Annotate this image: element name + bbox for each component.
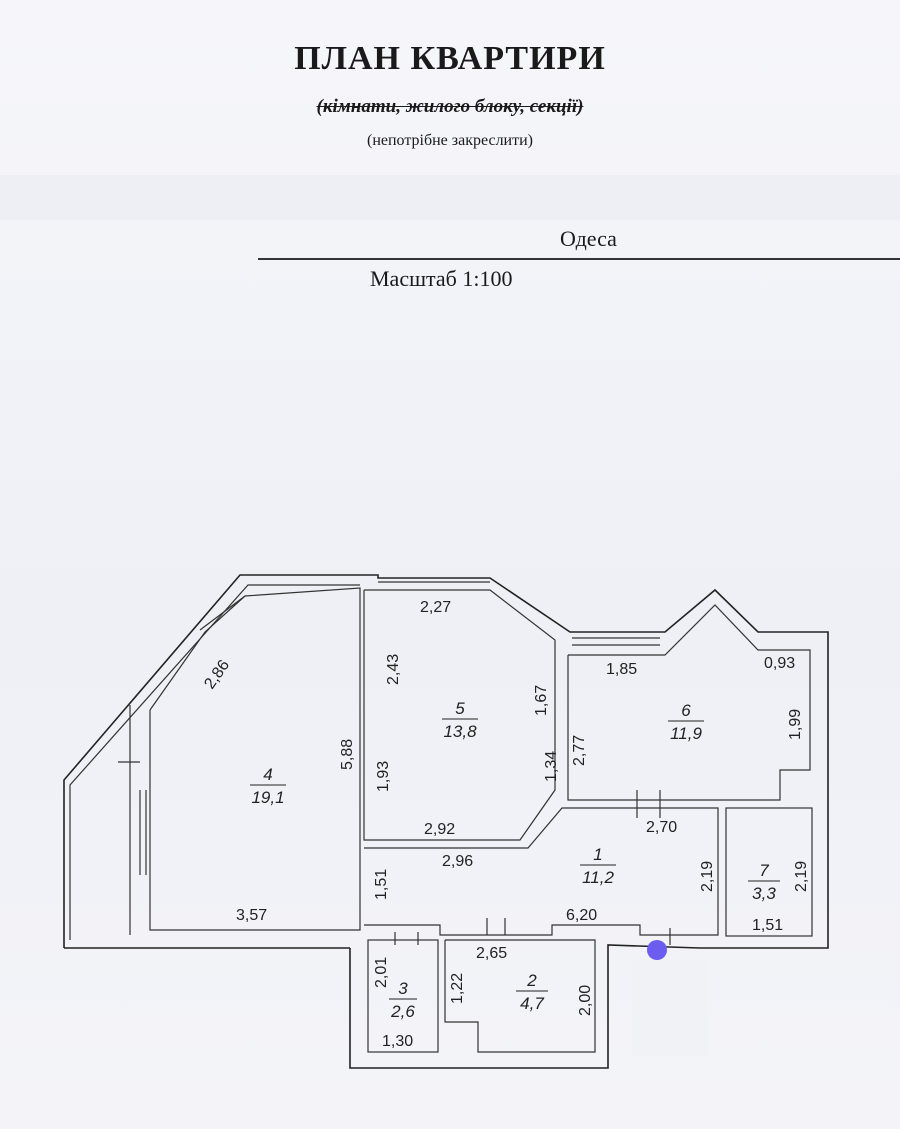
room-3-number: 3 <box>398 979 408 998</box>
dim-2-70: 2,70 <box>646 819 677 836</box>
dim-2-92: 2,92 <box>424 821 455 838</box>
dim-3-57: 3,57 <box>236 907 267 924</box>
room-5-area: 13,8 <box>443 722 477 741</box>
redacted-band <box>0 175 900 220</box>
crossed-subtitle: (кімнати, жилого блоку, секції) <box>316 96 584 117</box>
room-3-area: 2,6 <box>390 1002 415 1021</box>
dim-2-00: 2,00 <box>577 985 594 1016</box>
redacted-patch <box>632 960 708 1056</box>
room-1-area: 11,2 <box>582 868 614 887</box>
room-4-walls <box>129 587 361 935</box>
room-6-walls <box>567 604 811 801</box>
dim-6-20: 6,20 <box>566 907 597 924</box>
dim-2-27: 2,27 <box>420 599 451 616</box>
city-name: Одеса <box>560 226 617 251</box>
dim-1-51-b: 1,51 <box>752 917 783 934</box>
scale-label: Масштаб 1:100 <box>370 266 513 291</box>
city-underline <box>258 258 900 260</box>
room-3-walls <box>367 939 439 1053</box>
dim-2-19-b: 2,19 <box>793 861 810 892</box>
dim-2-19-a: 2,19 <box>699 861 716 892</box>
dim-1-85: 1,85 <box>606 661 637 678</box>
room-7-walls <box>725 807 813 937</box>
dim-2-77: 2,77 <box>571 735 588 766</box>
dim-1-93: 1,93 <box>375 761 392 792</box>
room-5-number: 5 <box>455 699 465 718</box>
dim-1-99: 1,99 <box>787 709 804 740</box>
page-title: ПЛАН КВАРТИРИ <box>294 40 606 77</box>
room-1-number: 1 <box>593 845 602 864</box>
outer-walls <box>63 574 829 1069</box>
room-6-number: 6 <box>681 701 691 720</box>
dim-2-01: 2,01 <box>373 957 390 988</box>
door-marks <box>118 761 671 945</box>
room-5-walls <box>363 581 556 841</box>
dim-0-93: 0,93 <box>764 655 795 672</box>
room-4-area: 19,1 <box>251 788 284 807</box>
subtitle-note: (непотрібне закреслити) <box>366 132 533 149</box>
dim-2-43: 2,43 <box>385 654 402 685</box>
room-1-walls <box>364 790 719 936</box>
entrance-marker <box>647 940 667 960</box>
room-2-number: 2 <box>526 971 537 990</box>
room-2-area: 4,7 <box>520 994 544 1013</box>
room-4-number: 4 <box>263 765 272 784</box>
dim-2-96: 2,96 <box>442 853 473 870</box>
dim-1-51-a: 1,51 <box>373 869 390 900</box>
dim-1-34: 1,34 <box>543 751 560 782</box>
room-labels: 4 19,1 5 13,8 6 11,9 1 11,2 7 3,3 2 4,7 … <box>250 699 780 1021</box>
room-7-area: 3,3 <box>752 884 776 903</box>
room-7-number: 7 <box>759 861 769 880</box>
dim-1-22: 1,22 <box>449 973 466 1004</box>
dim-5-88: 5,88 <box>339 739 356 770</box>
dim-2-65: 2,65 <box>476 945 507 962</box>
room-2-walls <box>444 939 596 1053</box>
dim-2-86: 2,86 <box>201 657 233 692</box>
room-6-area: 11,9 <box>670 724 702 743</box>
dimension-labels: 2,86 5,88 3,57 2,27 2,43 1,67 1,93 1,34 … <box>201 599 810 1050</box>
dim-1-67: 1,67 <box>533 685 550 716</box>
dim-1-30: 1,30 <box>382 1033 413 1050</box>
